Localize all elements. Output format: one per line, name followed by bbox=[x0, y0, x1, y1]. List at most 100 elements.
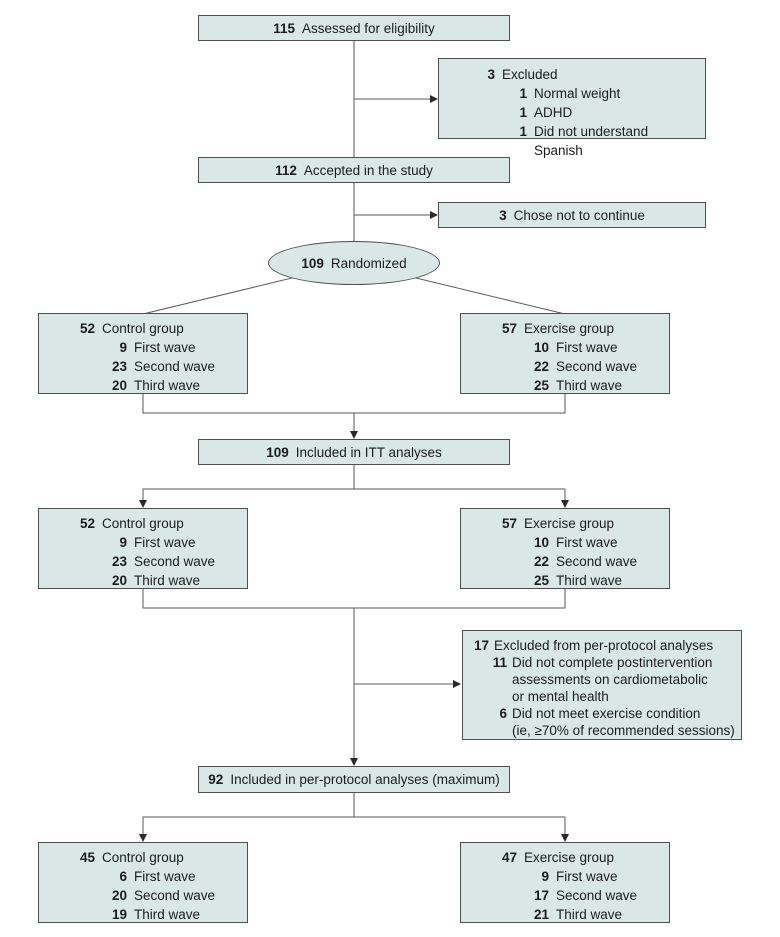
item-label: Did not understand Spanish bbox=[534, 124, 649, 158]
item-label: Second wave bbox=[556, 359, 638, 374]
flow-item-row: 25 Third wave bbox=[497, 376, 663, 395]
item-label: Third wave bbox=[556, 378, 623, 393]
item-count: 19 bbox=[111, 907, 127, 922]
box-accepted-study: 112 Accepted in the study bbox=[198, 157, 510, 183]
box-chose-not-continue: 3 Chose not to continue bbox=[438, 202, 706, 228]
item-label: Exercise group bbox=[524, 850, 615, 865]
item-count: 1 bbox=[519, 105, 527, 120]
arrowhead-exercise-pp bbox=[561, 834, 569, 842]
item-count: 10 bbox=[533, 535, 549, 550]
flow-item-row: 52 Control group bbox=[75, 319, 241, 338]
flow-item-row: 22 Second wave bbox=[497, 552, 663, 571]
item-count: 3 bbox=[487, 67, 495, 82]
item-label: First wave bbox=[134, 535, 196, 550]
line-pp-split bbox=[142, 816, 566, 834]
line-allocation-merge bbox=[142, 394, 566, 414]
item-label: Second wave bbox=[134, 359, 216, 374]
item-label: Did not complete postintervention assess… bbox=[512, 655, 713, 704]
item-count: 45 bbox=[79, 850, 95, 865]
item-label: Excluded bbox=[502, 67, 558, 82]
flow-item-row: 3 Excluded bbox=[475, 65, 699, 84]
flow-item-row: 10 First wave bbox=[497, 533, 663, 552]
arrowhead-control-itt bbox=[139, 500, 147, 508]
count-per-protocol: 92 bbox=[208, 772, 224, 787]
item-count: 52 bbox=[79, 516, 95, 531]
count-accepted: 112 bbox=[275, 162, 297, 178]
item-label: ADHD bbox=[534, 105, 573, 120]
flow-item-row: 1 ADHD bbox=[475, 103, 699, 122]
label-chose-not: Chose not to continue bbox=[513, 207, 645, 223]
item-label: First wave bbox=[556, 869, 618, 884]
arrowhead-per-protocol bbox=[350, 758, 358, 766]
item-count: 57 bbox=[501, 516, 517, 531]
item-label: Normal weight bbox=[534, 86, 621, 101]
item-count: 20 bbox=[111, 378, 127, 393]
flow-item-row: 23 Second wave bbox=[75, 357, 241, 376]
item-label: Control group bbox=[102, 321, 184, 336]
flow-item-row: 45 Control group bbox=[75, 848, 241, 867]
label-randomized: Randomized bbox=[330, 255, 407, 271]
label-itt: Included in ITT analyses bbox=[295, 444, 442, 460]
item-count: 23 bbox=[111, 359, 127, 374]
item-label: Third wave bbox=[556, 907, 623, 922]
item-label: Exercise group bbox=[524, 321, 615, 336]
item-count: 20 bbox=[111, 573, 127, 588]
item-label: Control group bbox=[102, 850, 184, 865]
item-count: 1 bbox=[519, 86, 527, 101]
item-count: 9 bbox=[541, 869, 549, 884]
item-count: 6 bbox=[119, 869, 127, 884]
arrowhead-control-pp bbox=[139, 834, 147, 842]
line-itt-split bbox=[142, 488, 566, 500]
item-count: 10 bbox=[533, 340, 549, 355]
item-label: First wave bbox=[556, 535, 618, 550]
arrowhead-exercise-itt bbox=[561, 500, 569, 508]
flow-item-row: 1 Normal weight bbox=[475, 84, 699, 103]
item-count: 25 bbox=[533, 378, 549, 393]
item-label: Excluded from per-protocol analyses bbox=[494, 638, 714, 653]
item-count: 47 bbox=[501, 850, 517, 865]
flow-item-row: 52 Control group bbox=[75, 514, 241, 533]
flow-item-row: 10 First wave bbox=[497, 338, 663, 357]
item-count: 25 bbox=[533, 573, 549, 588]
item-label: Control group bbox=[102, 516, 184, 531]
item-count: 52 bbox=[79, 321, 95, 336]
flow-item-row: 6 First wave bbox=[75, 867, 241, 886]
arrowhead-itt bbox=[350, 431, 358, 439]
item-count: 6 bbox=[499, 706, 507, 721]
label-accepted: Accepted in the study bbox=[303, 162, 433, 178]
item-label: Second wave bbox=[556, 554, 638, 569]
line-itt-groups-merge bbox=[142, 589, 566, 609]
item-label: First wave bbox=[134, 869, 196, 884]
item-count: 22 bbox=[533, 554, 549, 569]
item-count: 23 bbox=[111, 554, 127, 569]
label-assessed: Assessed for eligibility bbox=[301, 20, 435, 36]
item-count: 9 bbox=[119, 340, 127, 355]
item-label: First wave bbox=[556, 340, 618, 355]
item-label: Third wave bbox=[134, 378, 201, 393]
flow-item-row: 9 First wave bbox=[497, 867, 663, 886]
flow-item-row: 47 Exercise group bbox=[497, 848, 663, 867]
box-assessed-eligibility: 115 Assessed for eligibility bbox=[198, 15, 510, 41]
item-count: 17 bbox=[533, 888, 549, 903]
count-randomized: 109 bbox=[301, 255, 324, 271]
arrowhead-excluded bbox=[430, 95, 438, 103]
flow-item-row: 17 Second wave bbox=[497, 886, 663, 905]
item-label: Second wave bbox=[556, 888, 638, 903]
